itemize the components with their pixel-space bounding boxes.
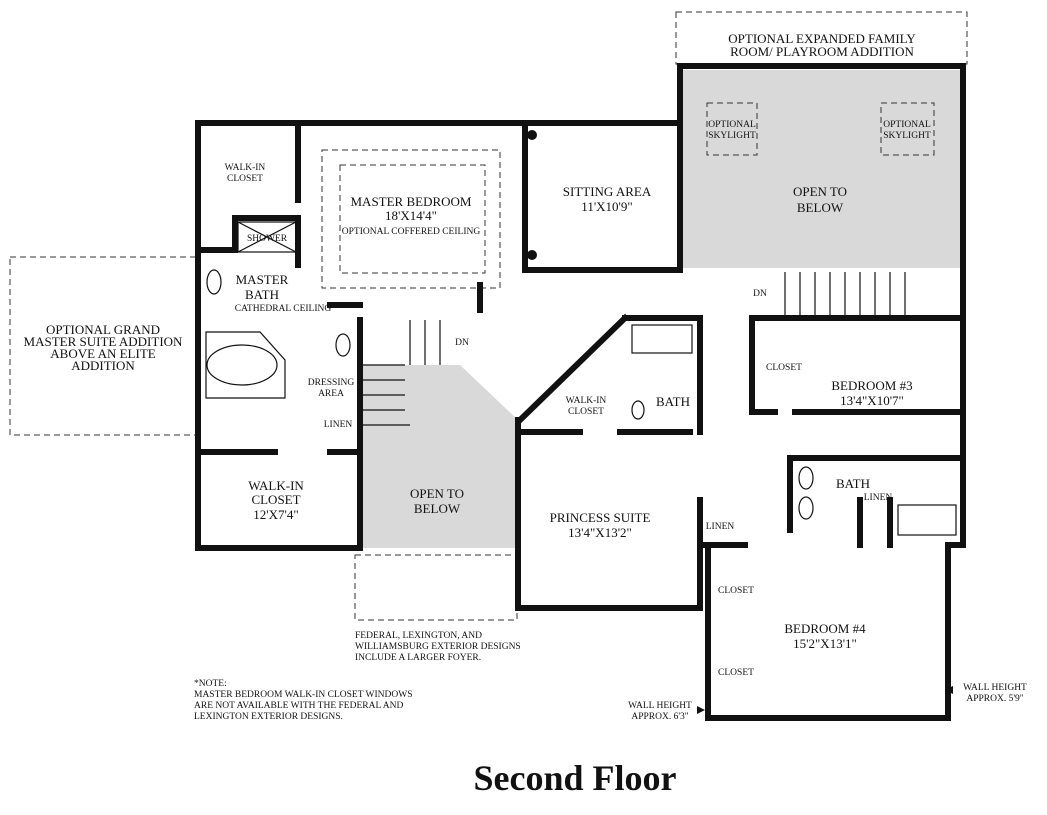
closet-label-bed4-1: CLOSET (718, 586, 754, 596)
skylight-left-outline (706, 102, 758, 156)
linen-label-princess: LINEN (706, 522, 735, 532)
open-to-below-stair-area (362, 365, 518, 548)
open-to-below-label-1: OPEN TO (793, 184, 847, 199)
master-bath-label-1: MASTER (236, 272, 289, 287)
wall-height-left-2: APPROX. 6'3" (631, 712, 688, 722)
open-to-below-upper-area (683, 70, 961, 268)
princess-suite-label: PRINCESS SUITE (550, 510, 651, 525)
linen-label-master: LINEN (324, 420, 353, 430)
open-to-below-stair-1: OPEN TO (410, 486, 464, 501)
closet-label-bed4-2: CLOSET (718, 668, 754, 678)
princess-suite-dim: 13'4"X13'2" (568, 525, 632, 540)
walk-in-closet-top-2: CLOSET (227, 174, 263, 184)
linen-label-hall: LINEN (864, 493, 893, 503)
foyer-note-2: WILLIAMSBURG EXTERIOR DESIGNS (355, 642, 521, 652)
open-to-below-label-2: BELOW (797, 200, 844, 215)
foyer-note-3: INCLUDE A LARGER FOYER. (355, 653, 481, 663)
walk-in-closet-main-2: CLOSET (251, 492, 300, 507)
cathedral-label: CATHEDRAL CEILING (235, 304, 332, 314)
dressing-label-2: AREA (318, 389, 344, 399)
closet-windows-note-2: MASTER BEDROOM WALK-IN CLOSET WINDOWS (194, 690, 413, 700)
bedroom3-label: BEDROOM #3 (831, 378, 912, 393)
foyer-note-1: FEDERAL, LEXINGTON, AND (355, 631, 482, 641)
sitting-area-dim: 11'X10'9" (581, 199, 632, 214)
walk-in-closet-main-1: WALK-IN (248, 478, 304, 493)
expanded-family-label-2: ROOM/ PLAYROOM ADDITION (730, 44, 914, 59)
larger-foyer-outline (354, 554, 518, 621)
dressing-label-1: DRESSING (308, 378, 355, 388)
expanded-family-label-1: OPTIONAL EXPANDED FAMILY (728, 31, 916, 46)
closet-windows-note-4: LEXINGTON EXTERIOR DESIGNS. (194, 712, 343, 722)
optional-expanded-family-outline (675, 11, 968, 65)
wall-height-left-1: WALL HEIGHT (628, 701, 692, 711)
bedroom3-dim: 13'4"X10'7" (840, 393, 904, 408)
wall-height-right-2: APPROX. 5'9" (966, 694, 1023, 704)
grand-master-label-1: OPTIONAL GRAND (46, 322, 160, 337)
coffered-ceiling-inner (339, 164, 486, 274)
walk-in-closet-main-dim: 12'X7'4" (253, 507, 298, 522)
walk-in-closet-princess-2: CLOSET (568, 407, 604, 417)
closet-label-bed3: CLOSET (766, 363, 802, 373)
grand-master-label-2: MASTER SUITE ADDITION (24, 334, 183, 349)
walk-in-closet-top-1: WALK-IN (225, 163, 266, 173)
skylight-left-label-1: OPTIONAL (708, 120, 756, 130)
skylight-right-label-2: SKYLIGHT (883, 131, 931, 141)
walk-in-closet-princess-1: WALK-IN (566, 396, 607, 406)
grand-master-label-3: ABOVE AN ELITE (50, 346, 155, 361)
bedroom4-dim: 15'2"X13'1" (793, 636, 857, 651)
open-to-below-stair-2: BELOW (414, 501, 461, 516)
fixtures (205, 130, 957, 714)
master-bedroom-dim: 18'X14'4" (385, 208, 437, 223)
closet-windows-note-1: *NOTE: (194, 679, 227, 689)
bath-label-princess: BATH (656, 394, 690, 409)
sitting-area-label: SITTING AREA (563, 184, 652, 199)
grand-master-label-4: ADDITION (71, 358, 135, 373)
skylight-right-outline (880, 102, 935, 156)
closet-windows-note-3: ARE NOT AVAILABLE WITH THE FEDERAL AND (194, 701, 403, 711)
bath-label-hall: BATH (836, 476, 870, 491)
floor-title: Second Floor (474, 758, 677, 798)
dn-label-stair: DN (455, 338, 469, 348)
bedroom4-label: BEDROOM #4 (784, 621, 866, 636)
dn-label-upper: DN (753, 289, 767, 299)
master-bath-label-2: BATH (245, 287, 279, 302)
coffered-ceiling-outline (321, 149, 501, 289)
coffered-label: OPTIONAL COFFERED CEILING (342, 227, 481, 237)
skylight-right-label-1: OPTIONAL (883, 120, 931, 130)
master-bedroom-label: MASTER BEDROOM (351, 194, 472, 209)
skylight-left-label-2: SKYLIGHT (708, 131, 756, 141)
walls (195, 63, 966, 721)
wall-height-right-1: WALL HEIGHT (963, 683, 1027, 693)
shower-label: SHOWER (247, 234, 288, 244)
